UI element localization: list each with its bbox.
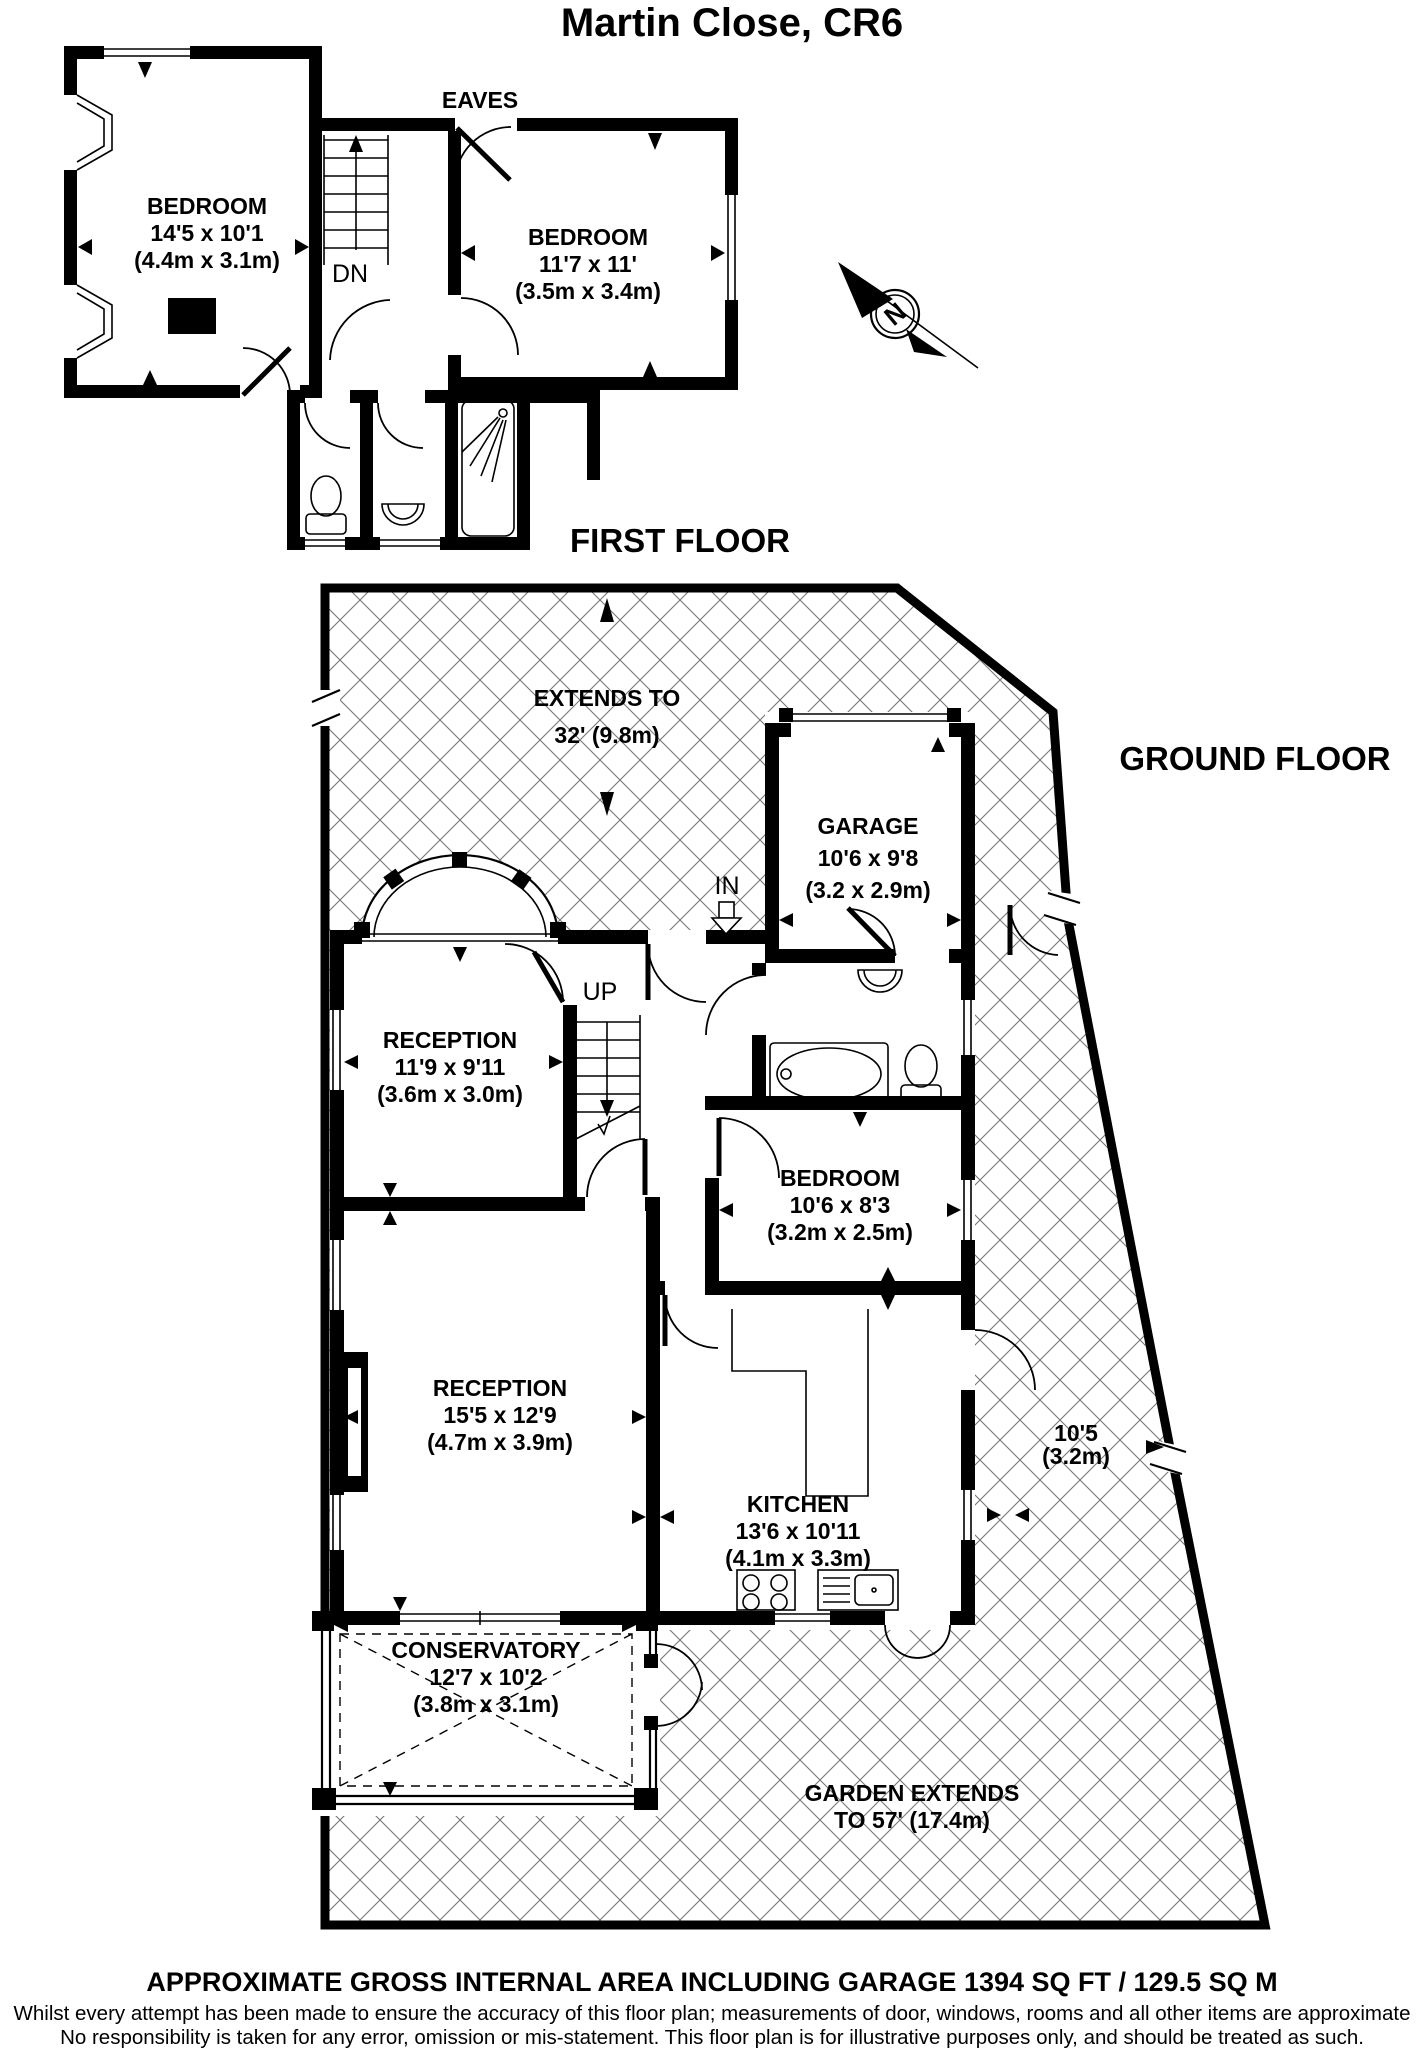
- boundary-break-icons: [310, 688, 1191, 1476]
- kitchen-units: [731, 1309, 899, 1611]
- up-label: UP: [583, 978, 618, 1006]
- garage-name: GARAGE: [818, 813, 919, 839]
- ground-floor-label: GROUND FLOOR: [1119, 740, 1390, 777]
- reception-rear-name: RECEPTION: [433, 1375, 567, 1401]
- reception-front-dim-ft: 11'9 x 9'11: [395, 1054, 506, 1080]
- stairs-up: [573, 1015, 641, 1141]
- ground-floor-site: [310, 583, 1271, 1930]
- reception-front-dim-m: (3.6m x 3.0m): [377, 1081, 523, 1107]
- first-floor-captions: BEDROOM 14'5 x 10'1 (4.4m x 3.1m) BEDROO…: [78, 62, 790, 559]
- side-width-1: 10'5: [1054, 1420, 1098, 1446]
- footer-disclaimer-2: No responsibility is taken for any error…: [60, 2026, 1364, 2048]
- side-width-2: (3.2m): [1042, 1443, 1110, 1469]
- conservatory-dim-ft: 12'7 x 10'2: [429, 1664, 542, 1690]
- hob-icon: [736, 1569, 796, 1611]
- eaves-label: EAVES: [442, 87, 518, 113]
- compass-north-icon: N: [838, 262, 979, 369]
- garage-dim-m: (3.2 x 2.9m): [805, 877, 930, 903]
- bedroom3-walls: [646, 1117, 975, 1349]
- kitchen-name: KITCHEN: [747, 1491, 849, 1517]
- bedroom1-name: BEDROOM: [147, 193, 267, 219]
- dn-label: DN: [332, 260, 368, 288]
- bedroom3-name: BEDROOM: [780, 1165, 900, 1191]
- bedroom3-dim-ft: 10'6 x 8'3: [790, 1192, 890, 1218]
- bedroom1-dim-ft: 14'5 x 10'1: [150, 220, 263, 246]
- bedroom3-dim-m: (3.2m x 2.5m): [767, 1219, 913, 1245]
- footer: APPROXIMATE GROSS INTERNAL AREA INCLUDIN…: [14, 1967, 1411, 2048]
- reception-rear-dim-ft: 15'5 x 12'9: [443, 1402, 556, 1428]
- bedroom1-dim-m: (4.4m x 3.1m): [134, 247, 280, 273]
- garden-extends-to-1: EXTENDS TO: [534, 685, 681, 711]
- kitchen-dim-ft: 13'6 x 10'11: [736, 1518, 861, 1544]
- entrance-in-arrow: [710, 901, 743, 936]
- reception-front-name: RECEPTION: [383, 1027, 517, 1053]
- conservatory-dim-m: (3.8m x 3.1m): [413, 1691, 559, 1717]
- garden-extends-1: GARDEN EXTENDS: [805, 1780, 1020, 1806]
- conservatory-name: CONSERVATORY: [391, 1637, 580, 1663]
- garage-dim-ft: 10'6 x 9'8: [818, 845, 919, 871]
- ground-floor-captions: GROUND FLOOR EXTENDS TO 32' (9.8m) GARAG…: [334, 598, 1391, 1833]
- garden-extends-2: TO 57' (17.4m): [834, 1807, 990, 1833]
- bedroom2-dim-m: (3.5m x 3.4m): [515, 278, 661, 304]
- kitchen-dim-m: (4.1m x 3.3m): [725, 1545, 871, 1571]
- first-floor-label: FIRST FLOOR: [570, 522, 790, 559]
- footer-area: APPROXIMATE GROSS INTERNAL AREA INCLUDIN…: [146, 1967, 1277, 1997]
- footer-disclaimer-1: Whilst every attempt has been made to en…: [14, 2002, 1411, 2025]
- conservatory-walls: [312, 1611, 703, 1810]
- sink-icon: [817, 1569, 899, 1611]
- page-title: Martin Close, CR6: [561, 1, 903, 45]
- first-floor-plan: [64, 46, 738, 550]
- in-label: IN: [715, 872, 740, 900]
- bedroom2-dim-ft: 11'7 x 11': [539, 251, 637, 277]
- bedroom2-name: BEDROOM: [528, 224, 648, 250]
- garage-walls: [765, 708, 975, 963]
- reception-rear-dim-m: (4.7m x 3.9m): [427, 1429, 573, 1455]
- ground-bathroom: [705, 963, 975, 1110]
- garden-extends-to-2: 32' (9.8m): [554, 722, 659, 748]
